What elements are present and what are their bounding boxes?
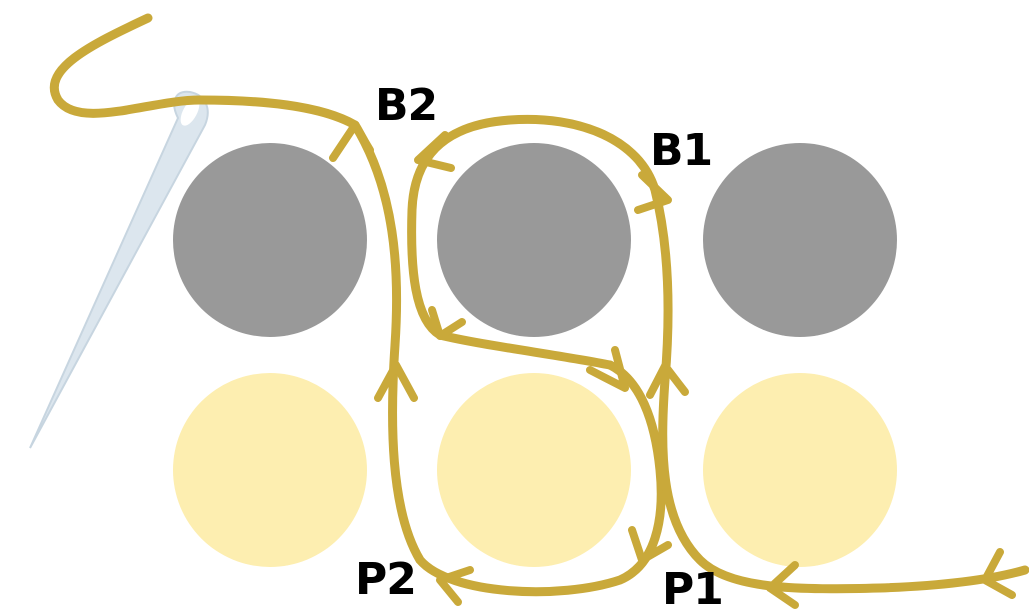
yellow-bead-right [703, 373, 897, 567]
direction-arrow-icon [981, 548, 1016, 599]
direction-arrow-icon [428, 306, 466, 340]
yellow-bead-left [173, 373, 367, 567]
gray-bead-middle [437, 143, 631, 337]
gray-bead-right [703, 143, 897, 337]
direction-arrow-icon [628, 526, 672, 564]
yellow-bead-row [173, 373, 897, 567]
direction-arrow-icon [586, 346, 629, 392]
gray-bead-row [173, 143, 897, 337]
direction-arrow-icon [646, 362, 689, 399]
direction-arrow-icon [374, 361, 418, 402]
direction-arrows [329, 121, 1016, 609]
direction-arrow-icon [414, 131, 455, 172]
direction-arrow-icon [766, 561, 799, 609]
direction-arrow-icon [436, 566, 474, 606]
gray-bead-left [173, 143, 367, 337]
direction-arrow-icon [329, 121, 374, 162]
thread-path [49, 13, 1029, 597]
label-b2: B2 [375, 80, 437, 131]
direction-arrow-icon [634, 171, 672, 214]
label-p2: P2 [355, 554, 416, 605]
yellow-bead-middle [437, 373, 631, 567]
label-b1: B1 [650, 125, 712, 176]
label-p1: P1 [662, 564, 723, 612]
